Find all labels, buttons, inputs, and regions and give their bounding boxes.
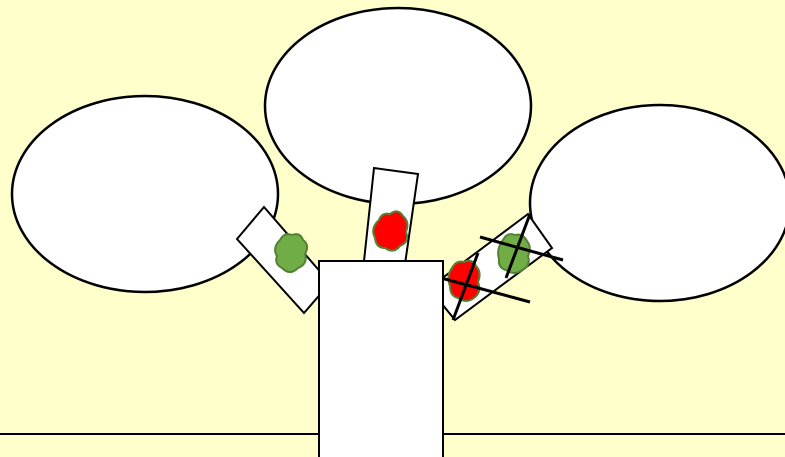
cross-line [504,213,532,279]
trunk [318,260,444,457]
center-branch-red-blob [372,210,409,252]
cross-line [451,252,480,321]
left-branch-green-blob [274,233,309,273]
right-branch-cross-mark [429,213,564,321]
left-bubble [10,94,280,294]
cross-line [429,273,531,304]
cross-line [479,235,564,262]
right-bubble [528,103,785,303]
